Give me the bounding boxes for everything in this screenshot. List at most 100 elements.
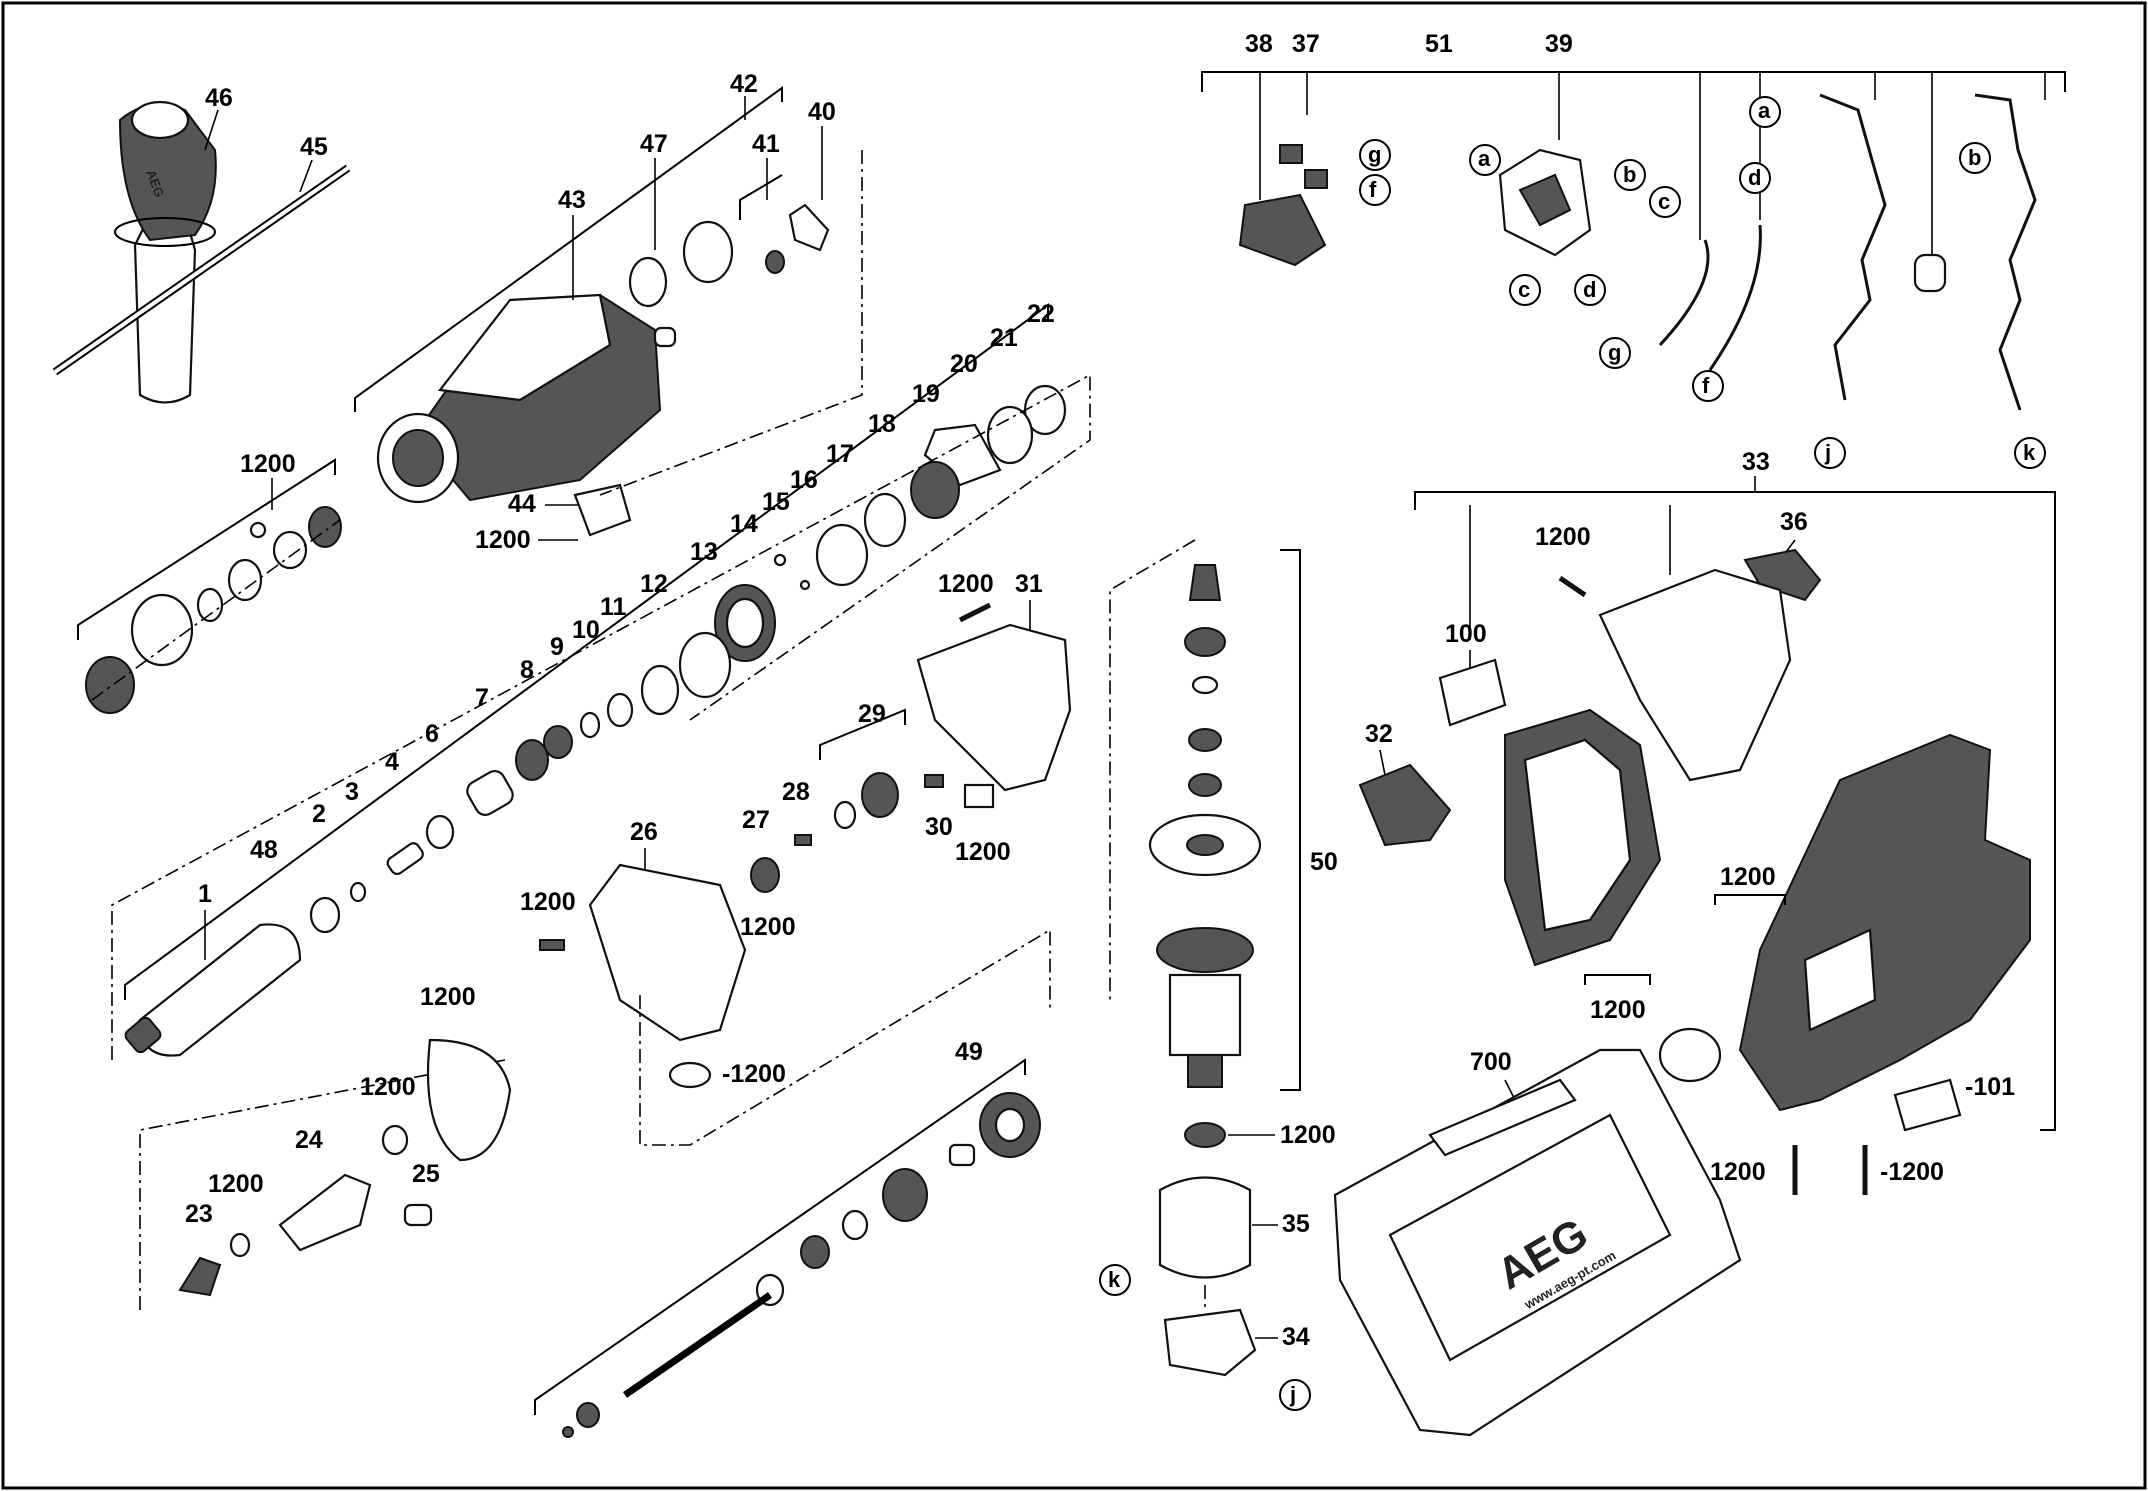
gear-housing-group: 42 43 47 44 1200 41 40 <box>354 70 863 554</box>
stator-35 <box>1158 1176 1252 1279</box>
label-45: 45 <box>300 133 328 161</box>
dash-motor-housing <box>639 928 1051 1146</box>
crank-24 <box>278 1173 372 1252</box>
label-46: 46 <box>205 84 233 112</box>
screw-26 <box>539 939 565 951</box>
label-37: 37 <box>1292 30 1320 58</box>
label-1200-d: 1200 <box>955 838 1011 866</box>
ring-47b <box>682 220 734 284</box>
bearing-50c <box>1188 773 1222 797</box>
label-plate-101 <box>1893 1078 1962 1132</box>
label-1200-a: 1200 <box>475 526 531 554</box>
label-34: 34 <box>1282 1323 1310 1351</box>
label-15: 15 <box>762 488 790 516</box>
grip-32 <box>1358 763 1452 847</box>
label-1200-i: 1200 <box>360 1073 416 1101</box>
label-4: 4 <box>385 748 399 776</box>
svg-text:a: a <box>1478 146 1491 171</box>
label-36: 36 <box>1780 508 1808 536</box>
wire-b-k <box>1974 93 2037 411</box>
bracket-29 <box>819 708 906 760</box>
pin-25 <box>403 1203 433 1227</box>
label-20: 20 <box>950 350 978 378</box>
clutch-13 <box>678 631 732 699</box>
svg-text:b: b <box>1968 145 1981 170</box>
housing-group: 33 36 1200 100 32 1200 1200 -101 1200 -1… <box>1358 448 2056 1195</box>
side-handle-base-ring <box>114 217 216 247</box>
label-48: 48 <box>250 836 278 864</box>
label-13: 13 <box>690 538 718 566</box>
ring-8 <box>515 739 549 781</box>
switch-39-core <box>1518 173 1572 227</box>
gear-housing-nose-inner <box>392 429 444 487</box>
bushing-49 <box>948 1143 976 1167</box>
label-17: 17 <box>826 440 854 468</box>
label-1: 1 <box>198 880 212 908</box>
ring-50a <box>1191 675 1219 695</box>
bearing-50b <box>1188 728 1222 752</box>
dash-crank <box>139 1059 506 1310</box>
label-1200-o: 1200 <box>1710 1158 1766 1186</box>
housing-26 <box>588 863 747 1042</box>
wire-d-f <box>1708 224 1762 371</box>
tag-a-left: a <box>1469 144 1501 176</box>
oring-26 <box>668 1061 712 1089</box>
bearing-1200-motor <box>1184 1122 1226 1148</box>
handle-top <box>1598 568 1792 782</box>
ring-10 <box>579 711 601 739</box>
label-8: 8 <box>520 656 534 684</box>
svg-text:j: j <box>1289 1382 1296 1407</box>
selector-knob-44 <box>573 483 632 537</box>
label-25: 25 <box>412 1160 440 1188</box>
svg-text:a: a <box>1758 98 1771 123</box>
barrel-1 <box>138 923 302 1057</box>
tag-c-switch: c <box>1509 274 1541 306</box>
ring-9 <box>543 725 573 759</box>
svg-text:d: d <box>1748 165 1761 190</box>
label-14: 14 <box>730 510 758 538</box>
label-1200-c: 1200 <box>938 570 994 598</box>
spring-1200 <box>381 1124 409 1156</box>
svg-text:f: f <box>1702 373 1710 398</box>
side-handle-ring <box>130 100 190 140</box>
bracket-41 <box>739 174 783 220</box>
commutator <box>1187 1054 1223 1088</box>
clip-49 <box>562 1426 574 1438</box>
cover-31 <box>916 623 1072 792</box>
ring-19 <box>910 461 960 519</box>
bracket-1200-th <box>77 458 336 640</box>
bearing-27 <box>750 857 780 893</box>
tag-g-wire: g <box>1599 337 1631 369</box>
label-10: 10 <box>572 616 600 644</box>
motor-group: 50 1200 35 34 <box>1109 539 1338 1377</box>
brush-1200 <box>963 783 995 809</box>
tag-j-wire: j <box>1814 437 1846 469</box>
label-1200-e: 1200 <box>740 913 796 941</box>
wire-a-j <box>1819 93 1887 401</box>
bracket-33 <box>1414 491 2056 1131</box>
svg-text:k: k <box>1108 1267 1121 1292</box>
washer-a <box>196 587 224 623</box>
dash-42 <box>599 150 863 496</box>
bracket-48 <box>124 303 1049 1000</box>
flange-17 <box>815 523 869 587</box>
pinion-49 <box>576 1402 600 1428</box>
label-18: 18 <box>868 410 896 438</box>
ball <box>249 521 267 539</box>
tag-j-motor: j <box>1279 1379 1311 1411</box>
ring-1200-crank <box>229 1232 251 1258</box>
label-51: 51 <box>1425 30 1453 58</box>
housing-left-inner <box>1523 738 1632 932</box>
ring-2 <box>309 896 341 934</box>
label-27: 27 <box>742 806 770 834</box>
label-101: -101 <box>1965 1073 2015 1101</box>
label-9: 9 <box>550 633 564 661</box>
label-3: 3 <box>345 778 359 806</box>
tag-k-motor: k <box>1099 1264 1131 1296</box>
label-1200-g: -1200 <box>722 1060 786 1088</box>
ring-6 <box>425 814 455 850</box>
tag-c-wire: c <box>1649 186 1681 218</box>
svg-text:c: c <box>1658 189 1670 214</box>
svg-text:g: g <box>1368 142 1381 167</box>
